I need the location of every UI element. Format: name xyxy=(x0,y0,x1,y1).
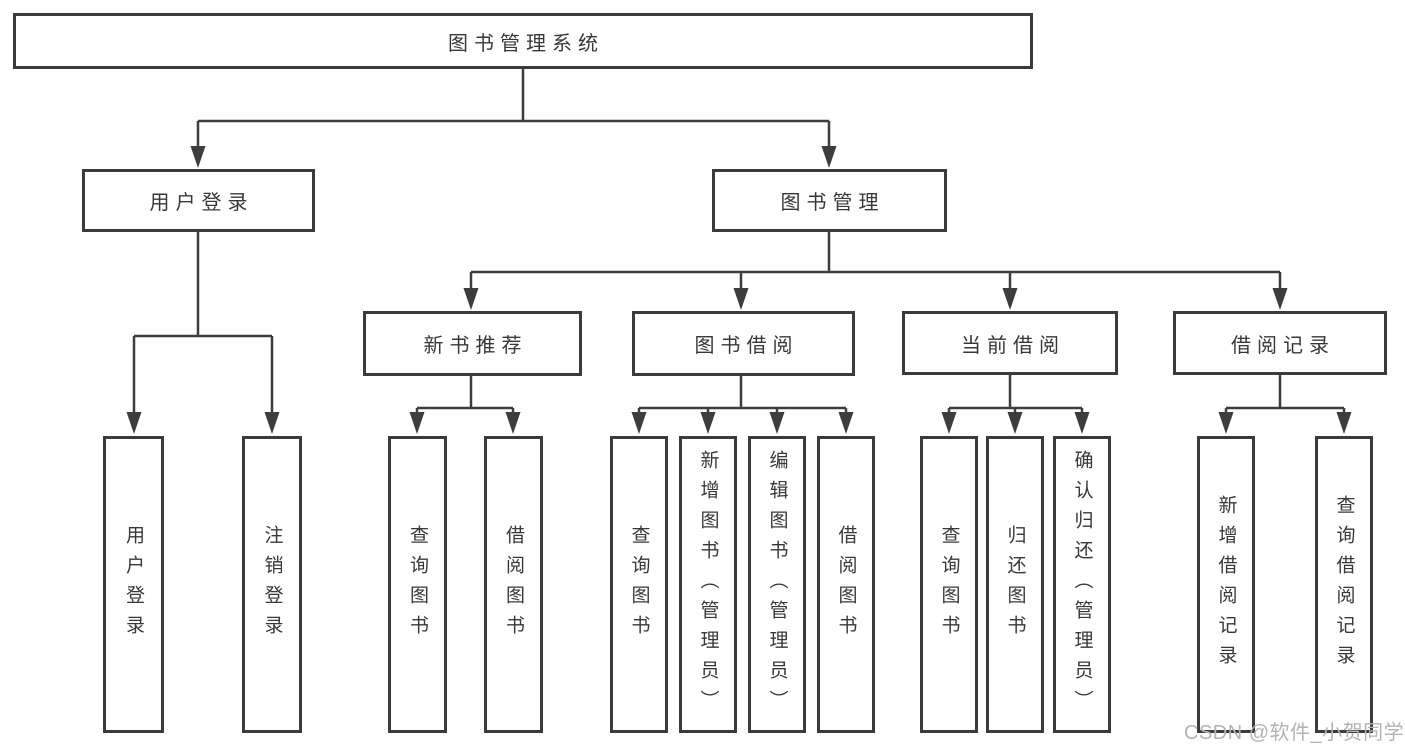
node-book-borrowing-label: 图书借阅 xyxy=(694,335,799,357)
leaf-edit-book-admin: 编辑图书（管理员） xyxy=(748,436,806,733)
node-user-login: 用户登录 xyxy=(82,169,315,232)
csdn-watermark: CSDN @软件_小贺同学 xyxy=(1184,722,1405,744)
leaf-query-borrow-record: 查询借阅记录 xyxy=(1315,436,1373,733)
leaf-user-login: 用户登录 xyxy=(103,436,164,733)
leaf-query-books-borrowing: 查询图书 xyxy=(610,436,668,733)
leaf-query-books-recommend-label: 查询图书 xyxy=(407,524,428,645)
leaf-query-books-current-label: 查询图书 xyxy=(938,524,960,645)
node-borrow-records-label: 借阅记录 xyxy=(1231,334,1335,357)
leaf-borrow-books-borrowing-label: 借阅图书 xyxy=(835,524,857,645)
leaf-add-book-admin: 新增图书（管理员） xyxy=(679,436,737,733)
leaf-user-login-label: 用户登录 xyxy=(123,524,144,645)
leaf-query-books-current: 查询图书 xyxy=(920,436,978,733)
node-book-management-label: 图书管理 xyxy=(780,192,885,214)
leaf-query-books-borrowing-label: 查询图书 xyxy=(628,524,650,645)
leaf-query-borrow-record-label: 查询借阅记录 xyxy=(1333,494,1355,675)
node-library-system: 图书管理系统 xyxy=(13,13,1033,69)
node-new-book-recommend-label: 新书推荐 xyxy=(423,335,528,357)
leaf-add-borrow-record: 新增借阅记录 xyxy=(1197,436,1255,733)
leaf-borrow-books-recommend-label: 借阅图书 xyxy=(503,524,524,645)
leaf-logout-label: 注销登录 xyxy=(261,524,283,645)
node-current-borrowing: 当前借阅 xyxy=(902,311,1118,375)
leaf-add-book-admin-label: 新增图书（管理员） xyxy=(697,449,719,720)
leaf-borrow-books-borrowing: 借阅图书 xyxy=(817,436,875,733)
node-new-book-recommend: 新书推荐 xyxy=(363,311,582,376)
node-current-borrowing-label: 当前借阅 xyxy=(961,334,1065,357)
node-user-login-label: 用户登录 xyxy=(149,192,254,214)
leaf-borrow-books-recommend: 借阅图书 xyxy=(484,436,543,733)
node-library-system-label: 图书管理系统 xyxy=(448,32,604,55)
node-borrow-records: 借阅记录 xyxy=(1173,311,1387,375)
node-book-management: 图书管理 xyxy=(712,169,947,232)
leaf-confirm-return-admin: 确认归还（管理员） xyxy=(1053,436,1111,733)
leaf-add-borrow-record-label: 新增借阅记录 xyxy=(1215,494,1237,675)
leaf-logout: 注销登录 xyxy=(242,436,302,733)
leaf-return-book: 归还图书 xyxy=(986,436,1044,733)
leaf-edit-book-admin-label: 编辑图书（管理员） xyxy=(766,449,788,720)
leaf-query-books-recommend: 查询图书 xyxy=(388,436,447,733)
node-book-borrowing: 图书借阅 xyxy=(632,311,855,376)
leaf-confirm-return-admin-label: 确认归还（管理员） xyxy=(1071,449,1093,720)
leaf-return-book-label: 归还图书 xyxy=(1004,524,1026,645)
